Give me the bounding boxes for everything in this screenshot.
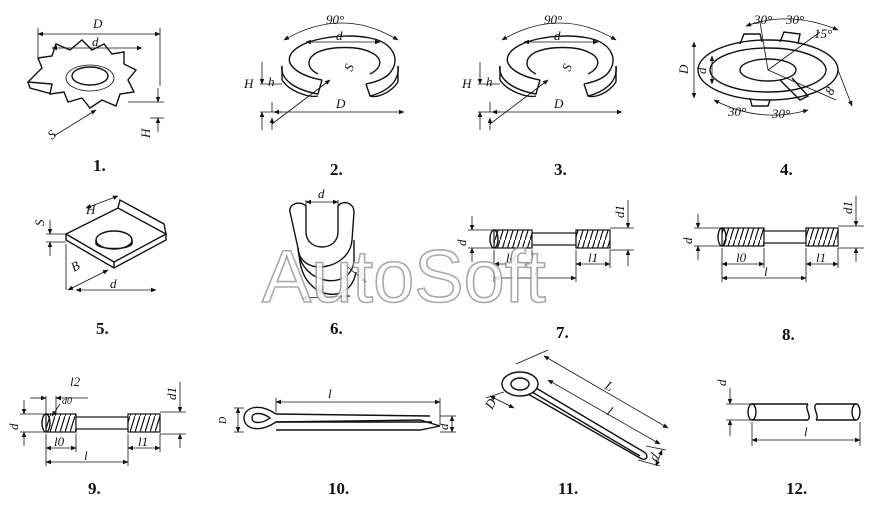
dim-label: l2 [70, 374, 81, 389]
figure-number: 9. [88, 479, 101, 498]
part-7-threaded-stud: d d1 l0 l l1 7. [454, 200, 634, 342]
part-6-clip-retainer: d B S 6. [289, 186, 367, 338]
dim-label: d1 [164, 387, 179, 400]
dim-label: H [138, 128, 153, 139]
figure-number: 12. [786, 479, 807, 498]
dim-label: d [110, 276, 117, 291]
dim-label: l0 [506, 250, 517, 265]
dim-label: D [481, 395, 499, 412]
figure-number: 7. [556, 323, 569, 342]
part-12-plain-rod: d l 12. [714, 379, 861, 498]
dim-label: B [68, 258, 82, 275]
part-11-eye-pin: D L l d 11. [481, 349, 669, 498]
dim-label: d [336, 28, 343, 43]
dim-label: l1 [816, 250, 826, 265]
dim-label: l [328, 386, 332, 401]
dim-label: d1 [612, 205, 627, 218]
watermark-text: AutoSoft [262, 235, 546, 318]
part-5-square-washer: H S B d 5. [32, 195, 168, 338]
figure-number: 3. [554, 160, 567, 179]
dim-label: 90° [326, 12, 344, 27]
dim-label: H [461, 76, 472, 91]
dim-label: d [436, 423, 451, 430]
dim-label: 90° [544, 12, 562, 27]
dim-label: 30° [727, 104, 746, 119]
dim-label: d [6, 423, 21, 430]
part-10-cotter-pin: l D d 10. [218, 386, 456, 498]
dim-label: l1 [138, 434, 148, 449]
dim-label: d [318, 186, 325, 201]
dim-label: 15° [814, 26, 832, 41]
dim-label: d0 [62, 396, 72, 407]
dim-label: B [316, 282, 324, 297]
dim-label: l1 [588, 250, 598, 265]
dim-label: l0 [736, 250, 747, 265]
dim-label: 30° [771, 106, 790, 121]
figure-number: 1. [93, 156, 106, 175]
dim-label: d [92, 34, 99, 49]
dim-label: l [84, 448, 88, 463]
dim-label: D [218, 416, 229, 425]
figure-number: 4. [780, 160, 793, 179]
part-8-threaded-stud: d d1 l0 l l1 8. [680, 196, 864, 344]
dim-label: H [85, 202, 96, 217]
dim-label: d [454, 239, 469, 246]
figure-number: 11. [558, 479, 578, 498]
dim-label: d1 [840, 201, 855, 214]
dim-label: D [553, 96, 564, 111]
dim-label: d [646, 450, 662, 464]
dim-label: h [486, 74, 493, 89]
dim-label: 8 [822, 84, 838, 98]
part-2-split-lock-washer: 90° d H h S D 2. [243, 12, 405, 179]
dim-label: l [534, 264, 538, 279]
dim-label: 30° [753, 12, 772, 27]
figure-number: 2. [330, 160, 343, 179]
dim-label: L [602, 377, 617, 394]
part-9-threaded-stud: l2 d0 d d1 l0 l l1 9. [6, 374, 186, 498]
dim-label: S [341, 61, 357, 73]
dim-label: S [559, 61, 575, 73]
part-3-split-lock-washer: 90° d H h S D 3. [461, 12, 623, 179]
dim-label: l [605, 404, 616, 419]
dim-label: D [92, 16, 103, 31]
part-1-tooth-lock-washer: D d S H 1. [26, 16, 164, 175]
dim-label: 30° [785, 12, 804, 27]
figure-number: 5. [96, 319, 109, 338]
figure-number: 10. [328, 479, 349, 498]
dim-label: d [554, 28, 561, 43]
dim-label: H [243, 76, 254, 91]
dim-label: d [680, 237, 695, 244]
dim-label: l [804, 424, 808, 439]
dim-label: h [268, 74, 275, 89]
figure-number: 8. [782, 325, 795, 344]
dim-label: D [676, 64, 691, 75]
dim-label: l0 [54, 434, 65, 449]
dim-label: d [714, 379, 729, 386]
dim-label: S [32, 219, 47, 226]
part-4-tab-lock-washer: 30° 30° 15° D d 30° 30° 8 4. [676, 12, 853, 179]
dim-label: d [694, 67, 709, 74]
dim-label: D [335, 96, 346, 111]
figure-number: 6. [330, 319, 343, 338]
dim-label: l [764, 264, 768, 279]
dim-label: S [358, 268, 363, 279]
